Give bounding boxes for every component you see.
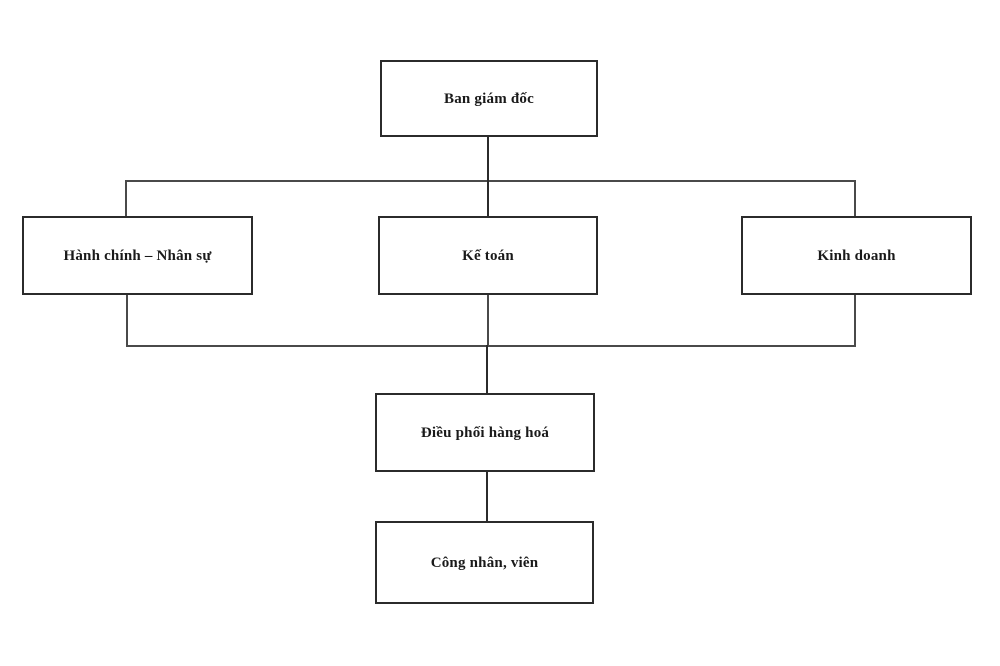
connector-upper-bus-right-drop: [854, 180, 856, 217]
node-ke-toan[interactable]: Kế toán: [378, 216, 598, 295]
connector-sales-down: [854, 295, 856, 347]
connector-upper-bus: [125, 180, 856, 182]
connector-upper-bus-left-drop: [125, 180, 127, 217]
connector-coordination-to-workers: [486, 472, 488, 522]
node-label-kinh-doanh: Kinh doanh: [817, 247, 896, 264]
node-label-ban-giam-doc: Ban giám đốc: [444, 90, 534, 107]
node-cong-nhan-vien[interactable]: Công nhân, viên: [375, 521, 594, 604]
node-kinh-doanh[interactable]: Kinh doanh: [741, 216, 972, 295]
connector-lower-bus: [126, 345, 856, 347]
connector-hr-down: [126, 295, 128, 347]
node-label-hanh-chinh-nhan-su: Hành chính – Nhân sự: [63, 247, 212, 264]
node-hanh-chinh-nhan-su[interactable]: Hành chính – Nhân sự: [22, 216, 253, 295]
node-dieu-phoi-hang-hoa[interactable]: Điều phối hàng hoá: [375, 393, 595, 472]
connector-director-down: [487, 137, 489, 182]
node-label-cong-nhan-vien: Công nhân, viên: [430, 554, 539, 571]
node-label-dieu-phoi-hang-hoa: Điều phối hàng hoá: [420, 424, 550, 441]
connector-upper-bus-center-drop: [487, 180, 489, 217]
connector-lower-bus-center-drop: [486, 345, 488, 394]
node-ban-giam-doc[interactable]: Ban giám đốc: [380, 60, 598, 137]
connector-accounting-down: [487, 295, 489, 347]
node-label-ke-toan: Kế toán: [462, 247, 514, 264]
